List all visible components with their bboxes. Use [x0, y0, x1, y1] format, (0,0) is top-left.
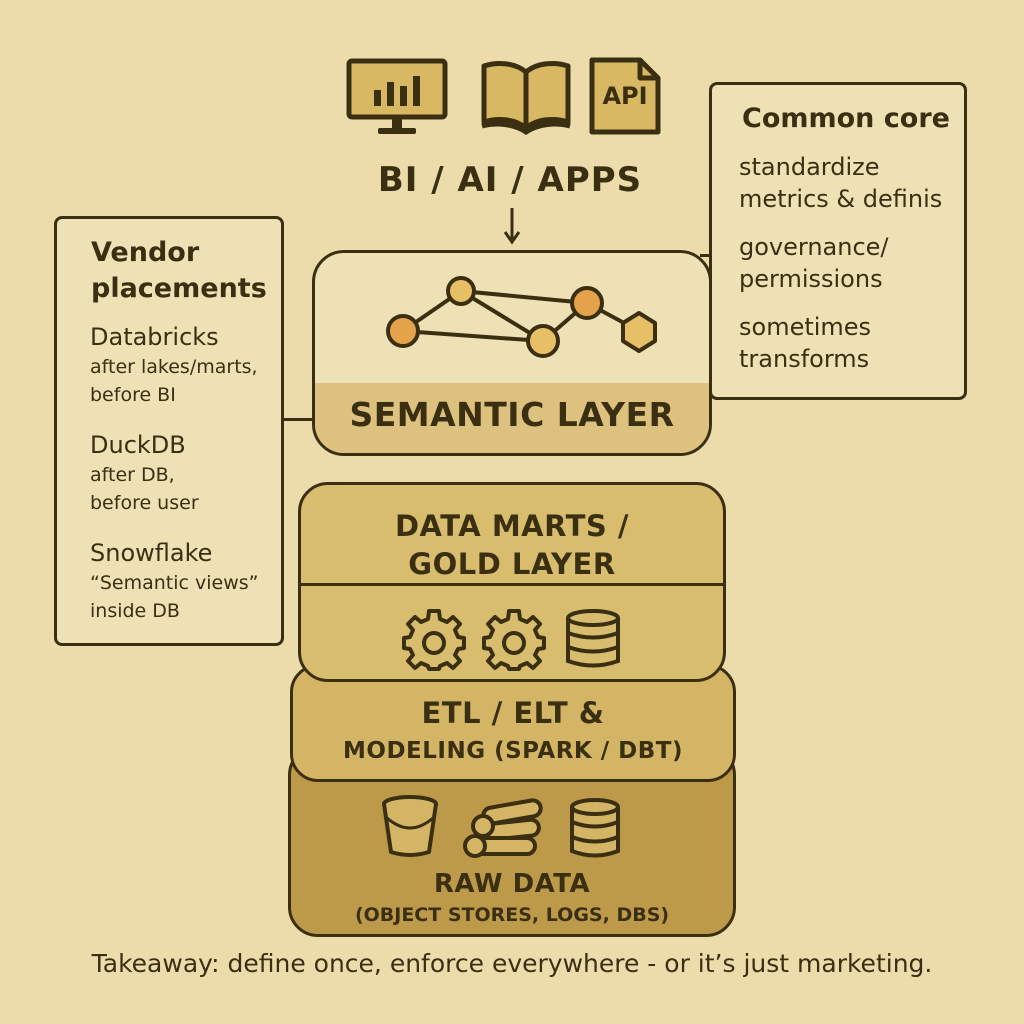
data-marts-title: DATA MARTS / GOLD LAYER [301, 507, 723, 583]
vendor-detail: “Semantic views” [90, 572, 259, 594]
etl-subtitle: MODELING (SPARK / DBT) [343, 738, 683, 764]
vendor-detail: before user [90, 492, 199, 514]
common-core-item: sometimes transforms [739, 311, 871, 375]
book-icon [478, 58, 574, 136]
gear-icon [402, 609, 466, 673]
common-core-item-line: permissions [739, 265, 883, 293]
vendor-name: DuckDB [90, 431, 186, 459]
common-core-item-line: transforms [739, 345, 870, 373]
vendor-name: Databricks [90, 323, 219, 351]
raw-data-subtitle: (OBJECT STORES, LOGS, DBS) [354, 904, 670, 926]
data-marts-title-line: GOLD LAYER [408, 547, 616, 581]
api-document-icon [588, 56, 662, 136]
database-icon [568, 798, 622, 860]
semantic-graph-icon [375, 269, 675, 379]
arrow-down-icon [502, 206, 522, 246]
vendor-detail: after DB, [90, 464, 175, 486]
semantic-layer-title: SEMANTIC LAYER [349, 395, 675, 434]
common-core-title: Common core [742, 103, 950, 134]
common-core-item-line: sometimes [739, 313, 872, 341]
vendor-placements-title: Vendor placements [91, 235, 267, 307]
etl-title: ETL / ELT & [421, 696, 605, 730]
common-core-item: governance/ permissions [739, 231, 889, 295]
raw-data-title: RAW DATA [433, 869, 591, 899]
api-label: API [602, 82, 648, 110]
vendor-entry: Databricks after lakes/marts, before BI [90, 321, 258, 409]
vendor-entry: DuckDB after DB, before user [90, 429, 199, 517]
common-core-item-line: metrics & definis [739, 185, 943, 213]
data-marts-title-line: DATA MARTS / [394, 509, 630, 543]
vendor-detail: inside DB [90, 600, 180, 622]
vendor-detail: after lakes/marts, [90, 356, 258, 378]
vendor-title-line: placements [91, 273, 267, 304]
database-icon [564, 609, 622, 671]
common-core-item-line: standardize [739, 153, 880, 181]
vendor-entry: Snowflake “Semantic views” inside DB [90, 537, 259, 625]
common-core-item-line: governance/ [739, 233, 889, 261]
bucket-icon [379, 794, 441, 858]
vendor-name: Snowflake [90, 539, 213, 567]
consumers-title: BI / AI / APPS [377, 160, 643, 200]
vendor-title-line: Vendor [91, 237, 200, 268]
gear-icon [482, 609, 546, 673]
connector-right [700, 254, 712, 257]
connector-left [282, 418, 314, 421]
semantic-layer: SEMANTIC LAYER [312, 250, 712, 456]
monitor-chart-icon [346, 58, 448, 138]
marts-divider [301, 583, 723, 586]
common-core-box: Common core standardize metrics & defini… [709, 82, 967, 400]
vendor-placements-box: Vendor placements Databricks after lakes… [54, 216, 284, 646]
semantic-band [315, 383, 709, 453]
common-core-item: standardize metrics & definis [739, 151, 942, 215]
takeaway-text: Takeaway: define once, enforce everywher… [91, 949, 933, 978]
vendor-detail: before BI [90, 384, 176, 406]
etl-layer: ETL / ELT & MODELING (SPARK / DBT) [290, 664, 736, 782]
data-marts-layer: DATA MARTS / GOLD LAYER [298, 482, 726, 682]
logs-icon [461, 798, 547, 860]
